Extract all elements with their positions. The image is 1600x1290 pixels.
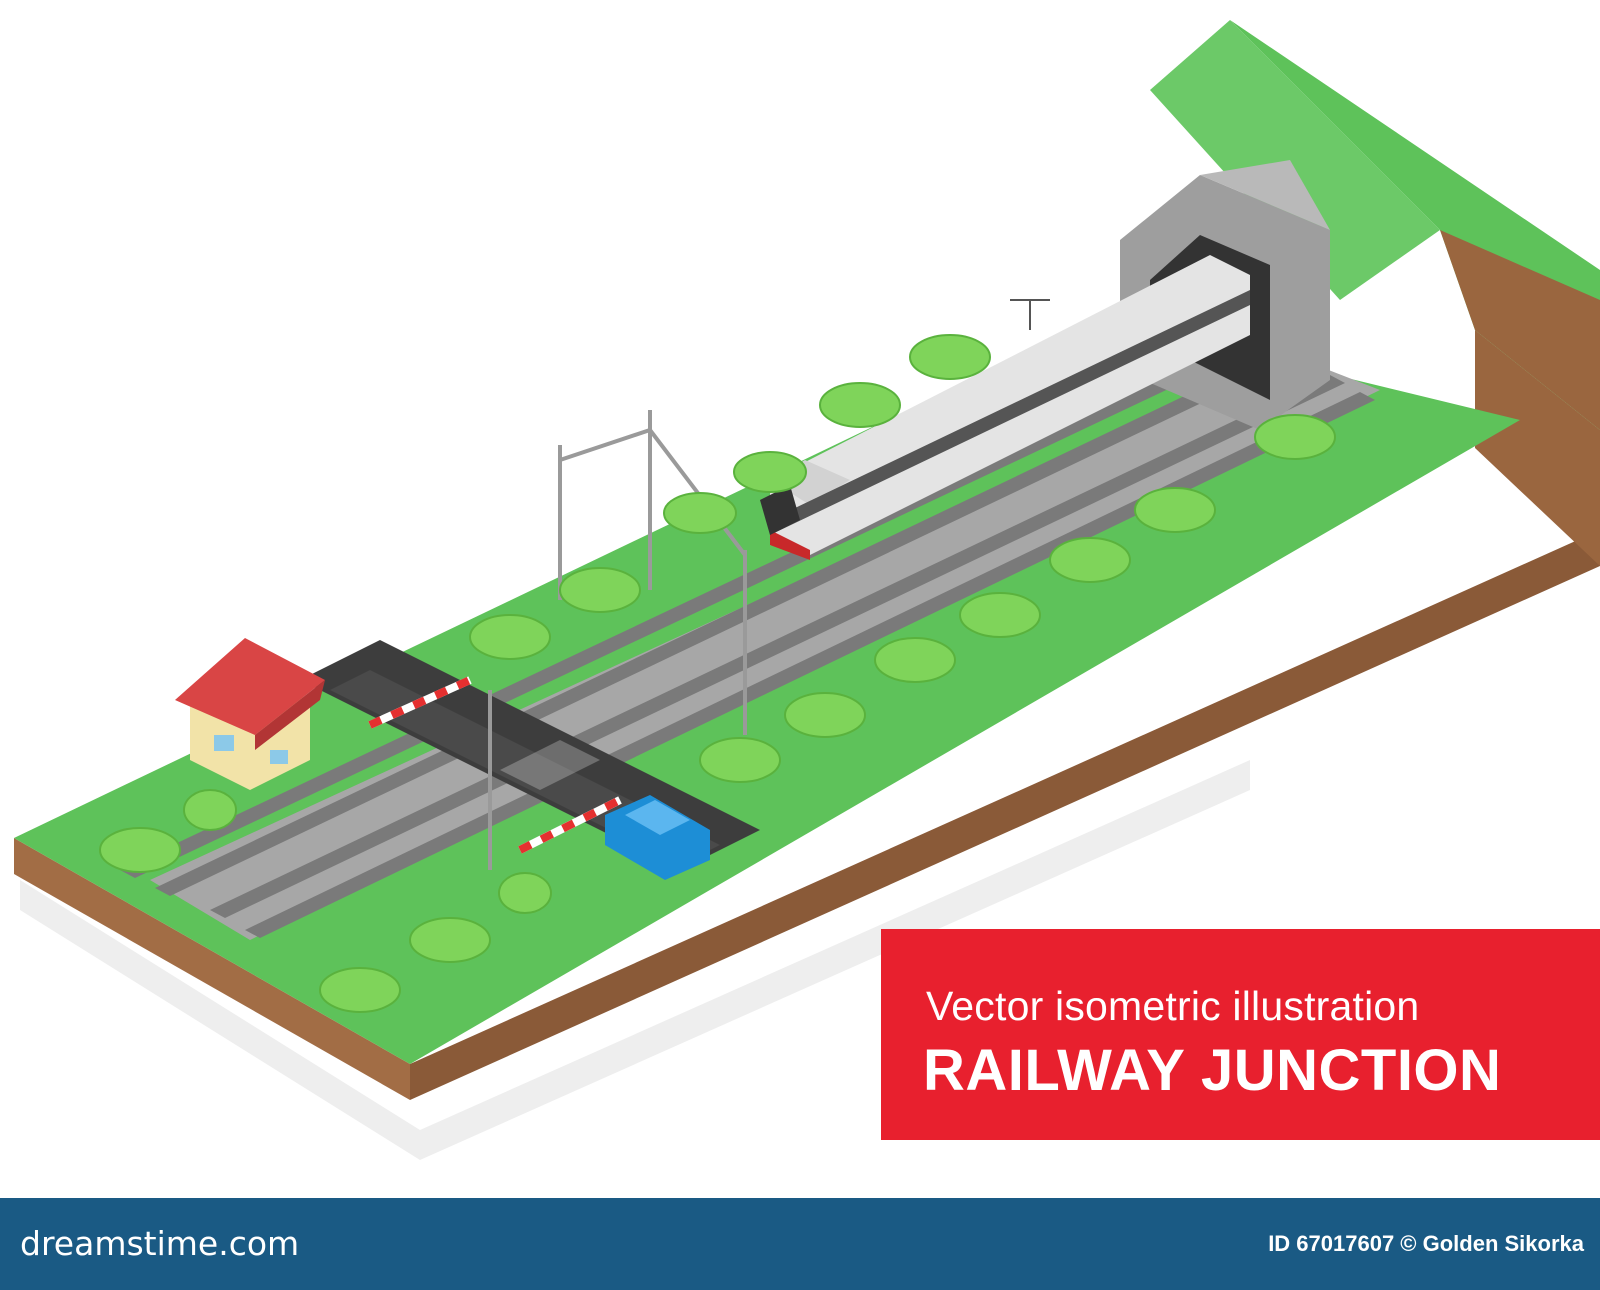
title-banner: Vector isometric illustration RAILWAY JU… <box>881 929 1600 1140</box>
isometric-scene <box>14 20 1600 1160</box>
crossing-barriers <box>368 676 622 854</box>
footer-bar: dreamstime.com ID 67017607 © Golden Siko… <box>0 1198 1600 1290</box>
bushes <box>99 334 1336 1013</box>
terrain-base <box>14 330 1600 1100</box>
car <box>605 795 710 880</box>
hill <box>1150 20 1600 430</box>
railway-tracks <box>120 340 1380 940</box>
banner-subtitle: Vector isometric illustration <box>926 983 1420 1029</box>
banner-title: RAILWAY JUNCTION <box>923 1038 1502 1103</box>
signal-house <box>175 638 325 790</box>
footer-image-credit: ID 67017607 © Golden Sikorka <box>1268 1231 1584 1256</box>
footer-brand: dreamstime.com <box>20 1224 300 1263</box>
